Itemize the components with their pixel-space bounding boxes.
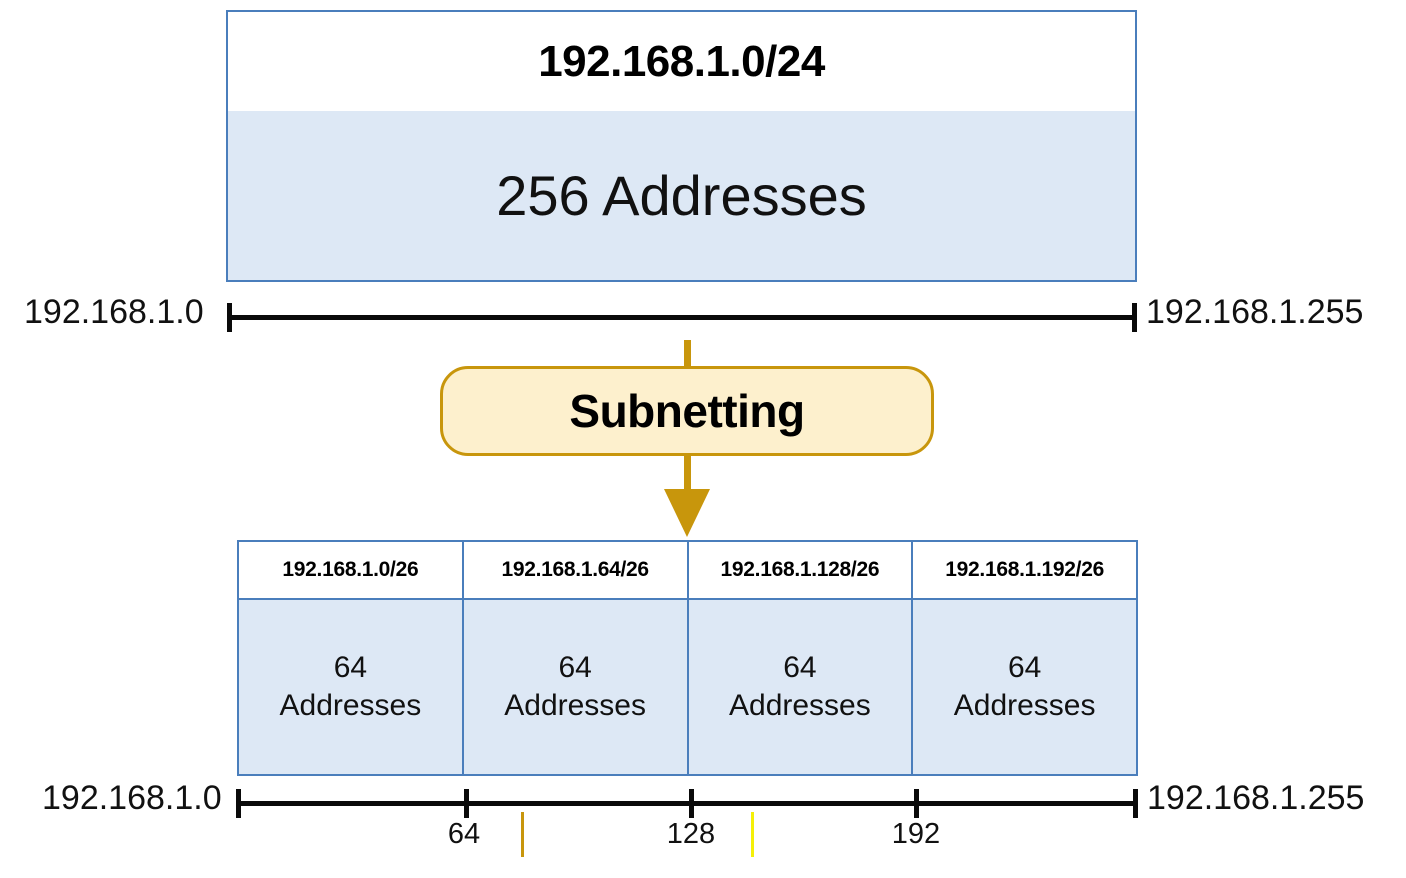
subnet-capacity-3: 64 Addresses [688,600,912,774]
parent-network-cidr: 192.168.1.0/24 [228,12,1135,113]
bottom-axis-start-label: 192.168.1.0 [42,779,222,817]
bottom-axis-end-label: 192.168.1.255 [1147,779,1365,817]
subnet-cidr-2: 192.168.1.64/26 [463,542,687,600]
subnet-table: 192.168.1.0/26 64 Addresses 192.168.1.64… [237,540,1138,776]
parent-network-capacity: 256 Addresses [228,111,1135,280]
marker-stroke-gold [521,812,524,857]
arrow-stem-lower [684,453,691,491]
bottom-axis-tick-label-128: 128 [666,818,716,850]
subnet-count-2: 64 [558,650,592,684]
subnet-unit-2: Addresses [504,689,646,722]
top-axis-end-label: 192.168.1.255 [1146,293,1364,331]
subnet-unit-3: Addresses [729,689,871,722]
marker-stroke-yellow [751,812,754,857]
parent-network-block: 192.168.1.0/24 256 Addresses [226,10,1137,282]
bottom-axis-tick-label-192: 192 [891,818,941,850]
arrow-stem-upper [684,340,691,370]
subnet-count-1: 64 [333,650,368,684]
top-axis-end-cap [1132,303,1137,332]
subnetting-badge: Subnetting [440,366,934,456]
subnet-column-2: 192.168.1.64/26 64 Addresses [463,542,689,774]
subnet-column-3: 192.168.1.128/26 64 Addresses [688,542,914,774]
subnet-capacity-1: 64 Addresses [239,600,462,774]
subnet-capacity-4: 64 Addresses [913,600,1136,774]
subnet-count-4: 64 [1007,650,1042,684]
bottom-axis-tick-128 [689,789,694,818]
subnet-cidr-4: 192.168.1.192/26 [913,542,1136,600]
bottom-axis-tick-192 [914,789,919,818]
subnetting-label: Subnetting [569,385,805,437]
top-axis-start-label: 192.168.1.0 [24,293,204,331]
bottom-axis-tick-64 [464,789,469,818]
subnet-cidr-3: 192.168.1.128/26 [688,542,912,600]
subnet-column-4: 192.168.1.192/26 64 Addresses [913,542,1136,774]
subnet-count-3: 64 [783,650,817,684]
subnet-unit-1: Addresses [279,689,422,722]
bottom-axis-line [236,801,1138,806]
subnet-column-1: 192.168.1.0/26 64 Addresses [239,542,464,774]
top-axis-line [227,315,1137,320]
subnet-unit-4: Addresses [953,689,1096,722]
down-arrow-icon [664,489,710,537]
subnet-cidr-1: 192.168.1.0/26 [239,542,462,600]
subnet-capacity-2: 64 Addresses [463,600,687,774]
bottom-axis-end-cap [1133,789,1138,818]
bottom-axis-tick-label-64: 64 [447,818,481,850]
